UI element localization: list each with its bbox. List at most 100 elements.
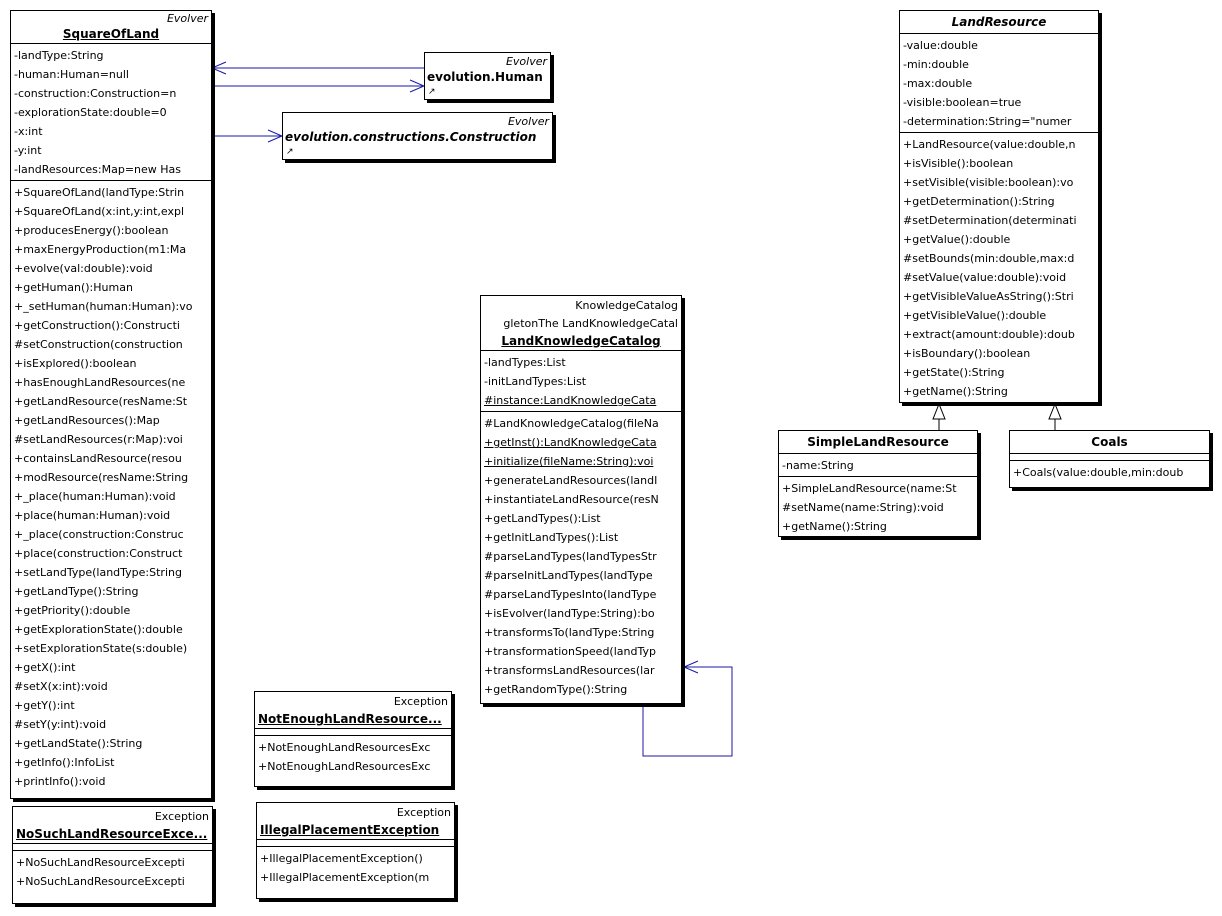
operation-row: +getVisibleValue():double [903,309,1047,322]
operation-row: #setName(name:String):void [782,501,944,514]
attributes-compartment [13,844,212,851]
class-evolution-human[interactable]: Evolver evolution.Human ↗ [424,52,551,100]
class-no-such-land-resource-exception[interactable]: Exception NoSuchLandResourceExce... +NoS… [12,806,213,904]
operations-compartment: +IllegalPlacementException() +IllegalPlac… [257,847,454,888]
operation-row: #parseInitLandTypes(landType [484,569,653,582]
operation-row: +hasEnoughLandResources(ne [14,376,186,389]
operation-row: +generateLandResources(landI [484,474,658,487]
class-evolution-constructions-construction[interactable]: Evolver evolution.constructions.Construc… [282,112,553,160]
operation-row: #parseLandTypesInto(landType [484,588,657,601]
operation-row: #parseLandTypes(landTypesStr [484,550,657,563]
class-land-knowledge-catalog[interactable]: KnowledgeCatalog gletonThe LandKnowledge… [480,295,682,704]
operation-row: +SquareOfLand(landType:Strin [14,186,185,199]
operation-row: #setBounds(min:double,max:d [903,252,1075,265]
attribute-row: -determination:String="numer [903,115,1072,128]
class-name: LandKnowledgeCatalog [501,334,661,348]
attribute-row: -max:double [903,77,973,90]
operations-compartment: +NotEnoughLandResourcesExc+NotEnoughLand… [255,736,451,777]
class-land-resource[interactable]: LandResource -value:double-min:double-ma… [899,10,1099,403]
operation-row: +getInst():LandKnowledgeCata [484,436,657,449]
operation-row: #setValue(value:double):void [903,271,1067,284]
attributes-compartment: -name:String [779,454,977,477]
operation-row: +getValue():double [903,233,1011,246]
class-header: Exception NotEnoughLandResource... [255,692,451,729]
class-header: Evolver SquareOfLand [11,11,211,44]
operation-row: +setLandType(landType:String [14,566,182,579]
operation-row: +setExplorationState(s:double) [14,642,188,655]
operation-row: +modResource(resName:String [14,471,189,484]
operation-row: #setY(y:int):void [14,718,107,731]
attribute-row: -landResources:Map=new Has [14,163,182,176]
class-name: SquareOfLand [62,27,160,41]
attributes-compartment [1010,454,1209,461]
class-coals[interactable]: Coals +Coals(value:double,min:doub [1009,430,1210,488]
class-header: Coals [1010,431,1209,454]
operation-row: +instantiateLandResource(resN [484,493,659,506]
attribute-row: -explorationState:double=0 [14,106,167,119]
operation-row: +getInitLandTypes():List [484,531,619,544]
operation-row: +getExplorationState():double [14,623,183,636]
class-name: SimpleLandResource [807,435,949,449]
class-header: KnowledgeCatalog gletonThe LandKnowledge… [481,296,681,351]
simple-generalization-arrowhead [932,402,946,420]
stereotype-label: Evolver [505,55,547,68]
class-name: evolution.Human [427,70,543,84]
stereotype-label: Exception [393,695,448,708]
attributes-compartment: -landTypes:List-initLandTypes:List#insta… [481,351,681,412]
class-name: Coals [1091,435,1128,449]
operation-row: +transformationSpeed(landTyp [484,645,656,658]
class-square-of-land[interactable]: Evolver SquareOfLand -landType:String -hu… [10,10,212,799]
operations-compartment: +SimpleLandResource(name:St #setName(name… [779,477,977,536]
operation-row: +getConstruction():Constructi [14,319,180,332]
operation-row: +_place(construction:Construc [14,528,184,541]
operation-row: +isExplored():boolean [14,357,137,370]
operation-row: +isEvolver(landType:String):bo [484,607,655,620]
attributes-compartment: -landType:String -human:Human=null -constr… [11,44,211,181]
operation-row: +IllegalPlacementException(m [260,871,430,884]
attribute-row: -landType:String [14,49,104,62]
operation-row: +initialize(fileName:String):voi [484,455,654,468]
operation-row: +getLandState():String [14,737,143,750]
attribute-row: -human:Human=null [14,68,129,81]
class-name: NoSuchLandResourceExce... [16,827,208,841]
operation-row: #setConstruction(construction [14,338,183,351]
operation-row: +containsLandResource(resou [14,452,182,465]
operation-row: +IllegalPlacementException() [260,852,423,865]
self-association-line [642,666,733,757]
attribute-row: -value:double [903,39,978,52]
operation-row: +LandResource(value:double,n [903,138,1076,151]
operation-row: +getName():String [782,520,887,533]
operation-row: +printInfo():void [14,775,106,788]
operation-row: +getLandResources():Map [14,414,160,427]
class-illegal-placement-exception[interactable]: Exception IllegalPlacementException +Ill… [256,802,455,899]
note-label: gletonThe LandKnowledgeCatal [503,317,678,330]
attribute-row: -landTypes:List [484,356,566,369]
attribute-row: -construction:Construction=n [14,87,177,100]
operation-row: +getY():int [14,699,75,712]
stereotype-label: KnowledgeCatalog [575,299,678,312]
operation-row: +NotEnoughLandResourcesExc [258,741,431,754]
operation-row: +getHuman():Human [14,281,133,294]
class-simple-land-resource[interactable]: SimpleLandResource -name:String +SimpleL… [778,430,978,537]
operations-compartment: +NoSuchLandResourceExcepti +NoSuchLandRes… [13,851,212,892]
class-header: LandResource [900,11,1098,34]
human-association-arrowhead-left [210,61,227,75]
operation-row: +SimpleLandResource(name:St [782,482,957,495]
class-not-enough-land-resources-exception[interactable]: Exception NotEnoughLandResource... +NotE… [254,691,452,787]
operation-row: +evolve(val:double):void [14,262,153,275]
operation-row: +getInfo():InfoList [14,756,115,769]
operation-row: +getName():String [903,385,1008,398]
stereotype-label: Exception [396,806,451,819]
attribute-row: -y:int [14,144,42,157]
operation-row: +maxEnergyProduction(m1:Ma [14,243,187,256]
operation-row: +getLandTypes():List [484,512,601,525]
operation-row: +getVisibleValueAsString():Stri [903,290,1074,303]
operations-compartment: +Coals(value:double,min:doub [1010,461,1209,483]
operation-row: +NoSuchLandResourceExcepti [16,856,185,869]
operations-compartment: +LandResource(value:double,n+isVisible()… [900,133,1098,402]
operation-row: +NoSuchLandResourceExcepti [16,875,185,888]
attributes-compartment [255,729,451,736]
stereotype-label: Exception [154,810,209,823]
operation-row: +_setHuman(human:Human):vo [14,300,193,313]
coals-generalization-arrowhead [1048,402,1062,420]
